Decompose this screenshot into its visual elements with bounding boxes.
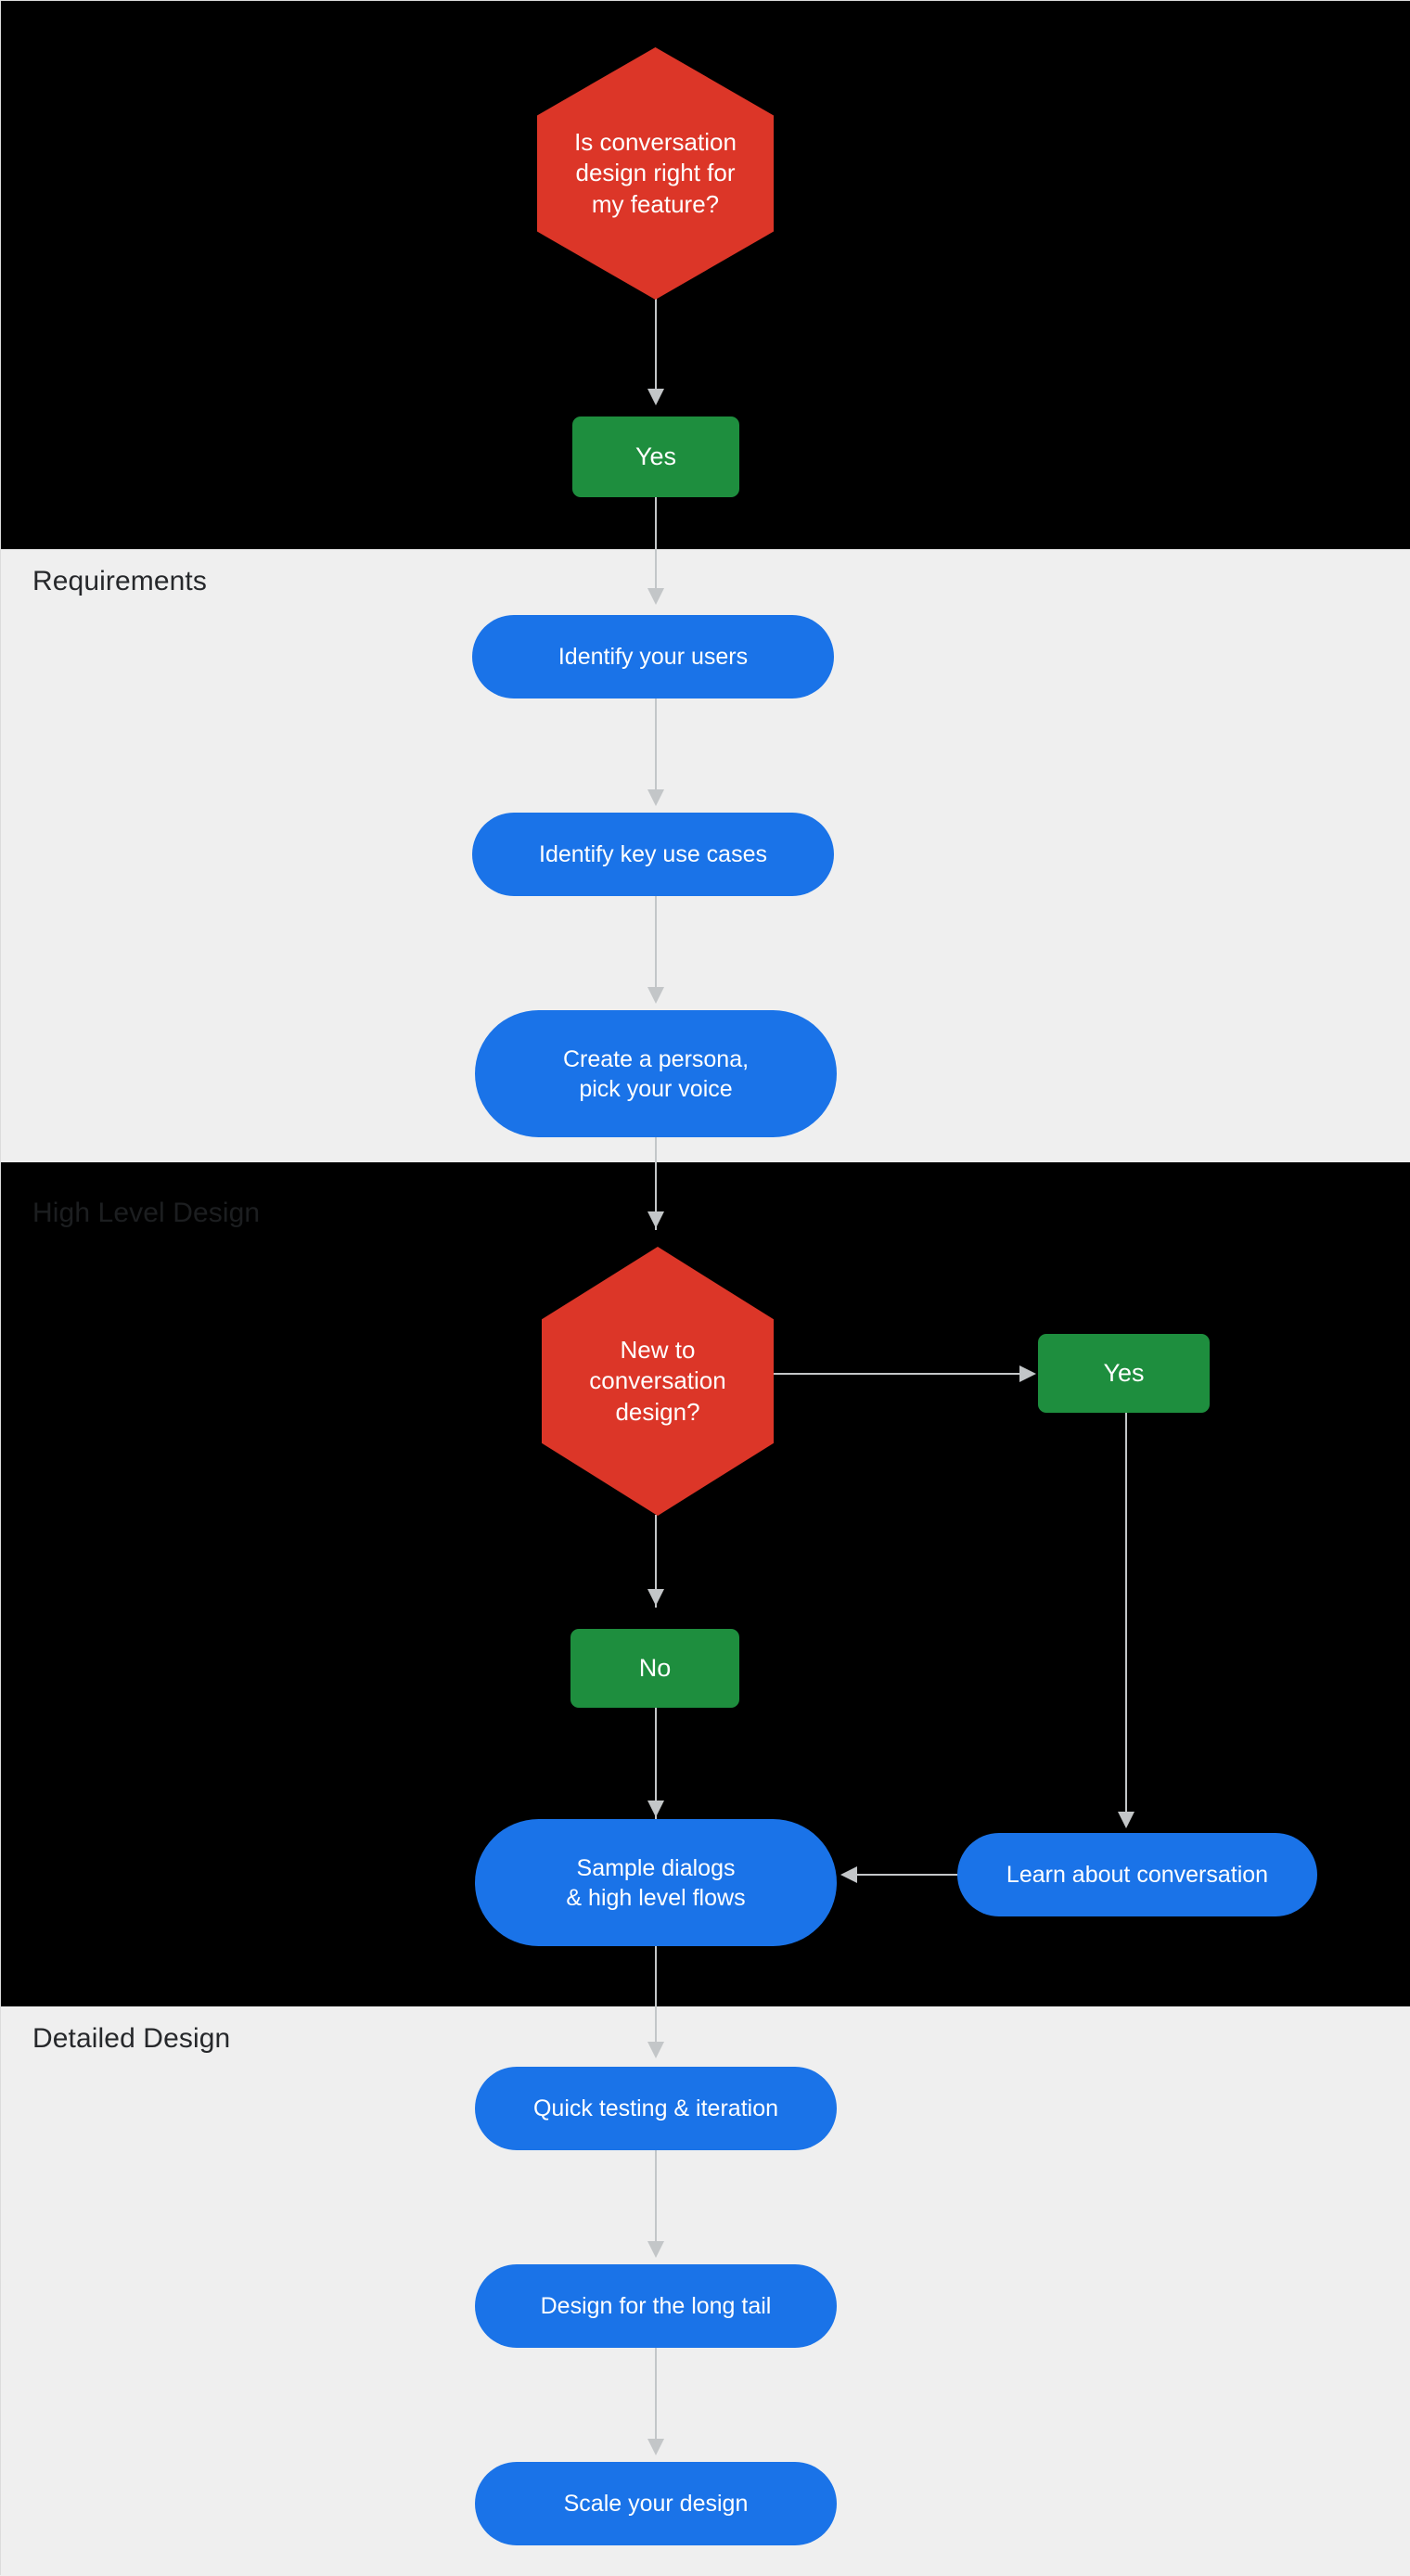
connector-yes-to-identify-users <box>655 497 657 590</box>
decision-label: Is conversation design right for my feat… <box>550 127 761 220</box>
arrowhead-identify-users-to-use-cases <box>647 789 664 806</box>
answer-yes-top-label: Yes <box>634 442 677 471</box>
connector-yes-right-to-learn <box>1125 1392 1127 1819</box>
step-design-for-the-long-tail-label: Design for the long tail <box>540 2293 772 2319</box>
decision-line-2: conversation <box>589 1366 726 1395</box>
decision-line-1: New to <box>620 1336 696 1365</box>
decision-line-3: design? <box>615 1397 700 1426</box>
connector-identify-users-to-use-cases <box>655 698 657 791</box>
connector-sample-dialogs-to-quick-testing <box>655 1946 657 2048</box>
arrowhead-long-tail-to-scale-design <box>647 2439 664 2455</box>
connector-decision2-to-yes-right <box>771 1373 1021 1375</box>
connector-no-to-sample-dialogs <box>655 1708 657 1819</box>
step-identify-your-users[interactable]: Identify your users <box>472 615 834 698</box>
step-identify-your-users-label: Identify your users <box>558 644 749 670</box>
step-identify-key-use-cases[interactable]: Identify key use cases <box>472 813 834 896</box>
decision-new-to-conversation-design[interactable]: New to conversation design? <box>542 1247 774 1516</box>
arrowhead-persona-to-decision2 <box>647 1211 664 1228</box>
step-design-for-the-long-tail[interactable]: Design for the long tail <box>475 2264 837 2348</box>
arrowhead-learn-to-sample-dialogs <box>840 1866 857 1883</box>
step-identify-key-use-cases-label: Identify key use cases <box>539 841 767 867</box>
arrowhead-decision1-to-yes <box>647 389 664 405</box>
step-learn-about-conversation[interactable]: Learn about conversation <box>957 1833 1317 1916</box>
step-learn-about-conversation-label: Learn about conversation <box>1006 1862 1269 1888</box>
arrowhead-yes-to-identify-users <box>647 588 664 605</box>
connector-decision2-to-no <box>655 1515 657 1608</box>
answer-yes-right[interactable]: Yes <box>1038 1334 1210 1413</box>
answer-no-label: No <box>638 1654 672 1683</box>
connector-long-tail-to-scale-design <box>655 2348 657 2441</box>
decision-is-conversation-design-right[interactable]: Is conversation design right for my feat… <box>537 47 774 300</box>
connector-learn-to-sample-dialogs <box>850 1874 961 1876</box>
step-create-a-persona-line-2: pick your voice <box>579 1075 733 1102</box>
arrowhead-decision2-to-yes-right <box>1019 1365 1036 1382</box>
arrowhead-use-cases-to-persona <box>647 987 664 1004</box>
section-label-requirements: Requirements <box>32 566 207 596</box>
decision-line-3: my feature? <box>591 189 720 218</box>
answer-yes-top[interactable]: Yes <box>572 417 739 497</box>
answer-yes-right-label: Yes <box>1103 1359 1145 1388</box>
arrowhead-yes-right-to-learn <box>1118 1812 1134 1828</box>
arrowhead-sample-dialogs-to-quick-testing <box>647 2042 664 2058</box>
arrowhead-no-to-sample-dialogs <box>647 1801 664 1817</box>
step-scale-your-design-label: Scale your design <box>563 2491 749 2517</box>
step-create-a-persona[interactable]: Create a persona, pick your voice <box>475 1010 837 1137</box>
decision-label: New to conversation design? <box>565 1335 750 1428</box>
decision-line-2: design right for <box>575 159 736 187</box>
connector-use-cases-to-persona <box>655 896 657 989</box>
step-sample-dialogs-line-1: Sample dialogs <box>576 1854 736 1881</box>
step-quick-testing-iteration[interactable]: Quick testing & iteration <box>475 2067 837 2150</box>
answer-no[interactable]: No <box>570 1629 739 1708</box>
connector-quick-testing-to-long-tail <box>655 2150 657 2243</box>
step-quick-testing-iteration-label: Quick testing & iteration <box>532 2095 778 2121</box>
connector-decision1-to-yes <box>655 298 657 391</box>
step-sample-dialogs-high-level-flows[interactable]: Sample dialogs & high level flows <box>475 1819 837 1946</box>
decision-line-1: Is conversation <box>574 128 737 157</box>
section-label-high-level-design: High Level Design <box>32 1198 261 1228</box>
arrowhead-decision2-to-no <box>647 1589 664 1606</box>
connector-persona-to-decision2 <box>655 1137 657 1230</box>
step-scale-your-design[interactable]: Scale your design <box>475 2462 837 2545</box>
step-create-a-persona-line-1: Create a persona, <box>562 1045 750 1072</box>
arrowhead-quick-testing-to-long-tail <box>647 2241 664 2258</box>
step-sample-dialogs-line-2: & high level flows <box>566 1884 746 1911</box>
section-label-detailed-design: Detailed Design <box>32 2023 231 2054</box>
